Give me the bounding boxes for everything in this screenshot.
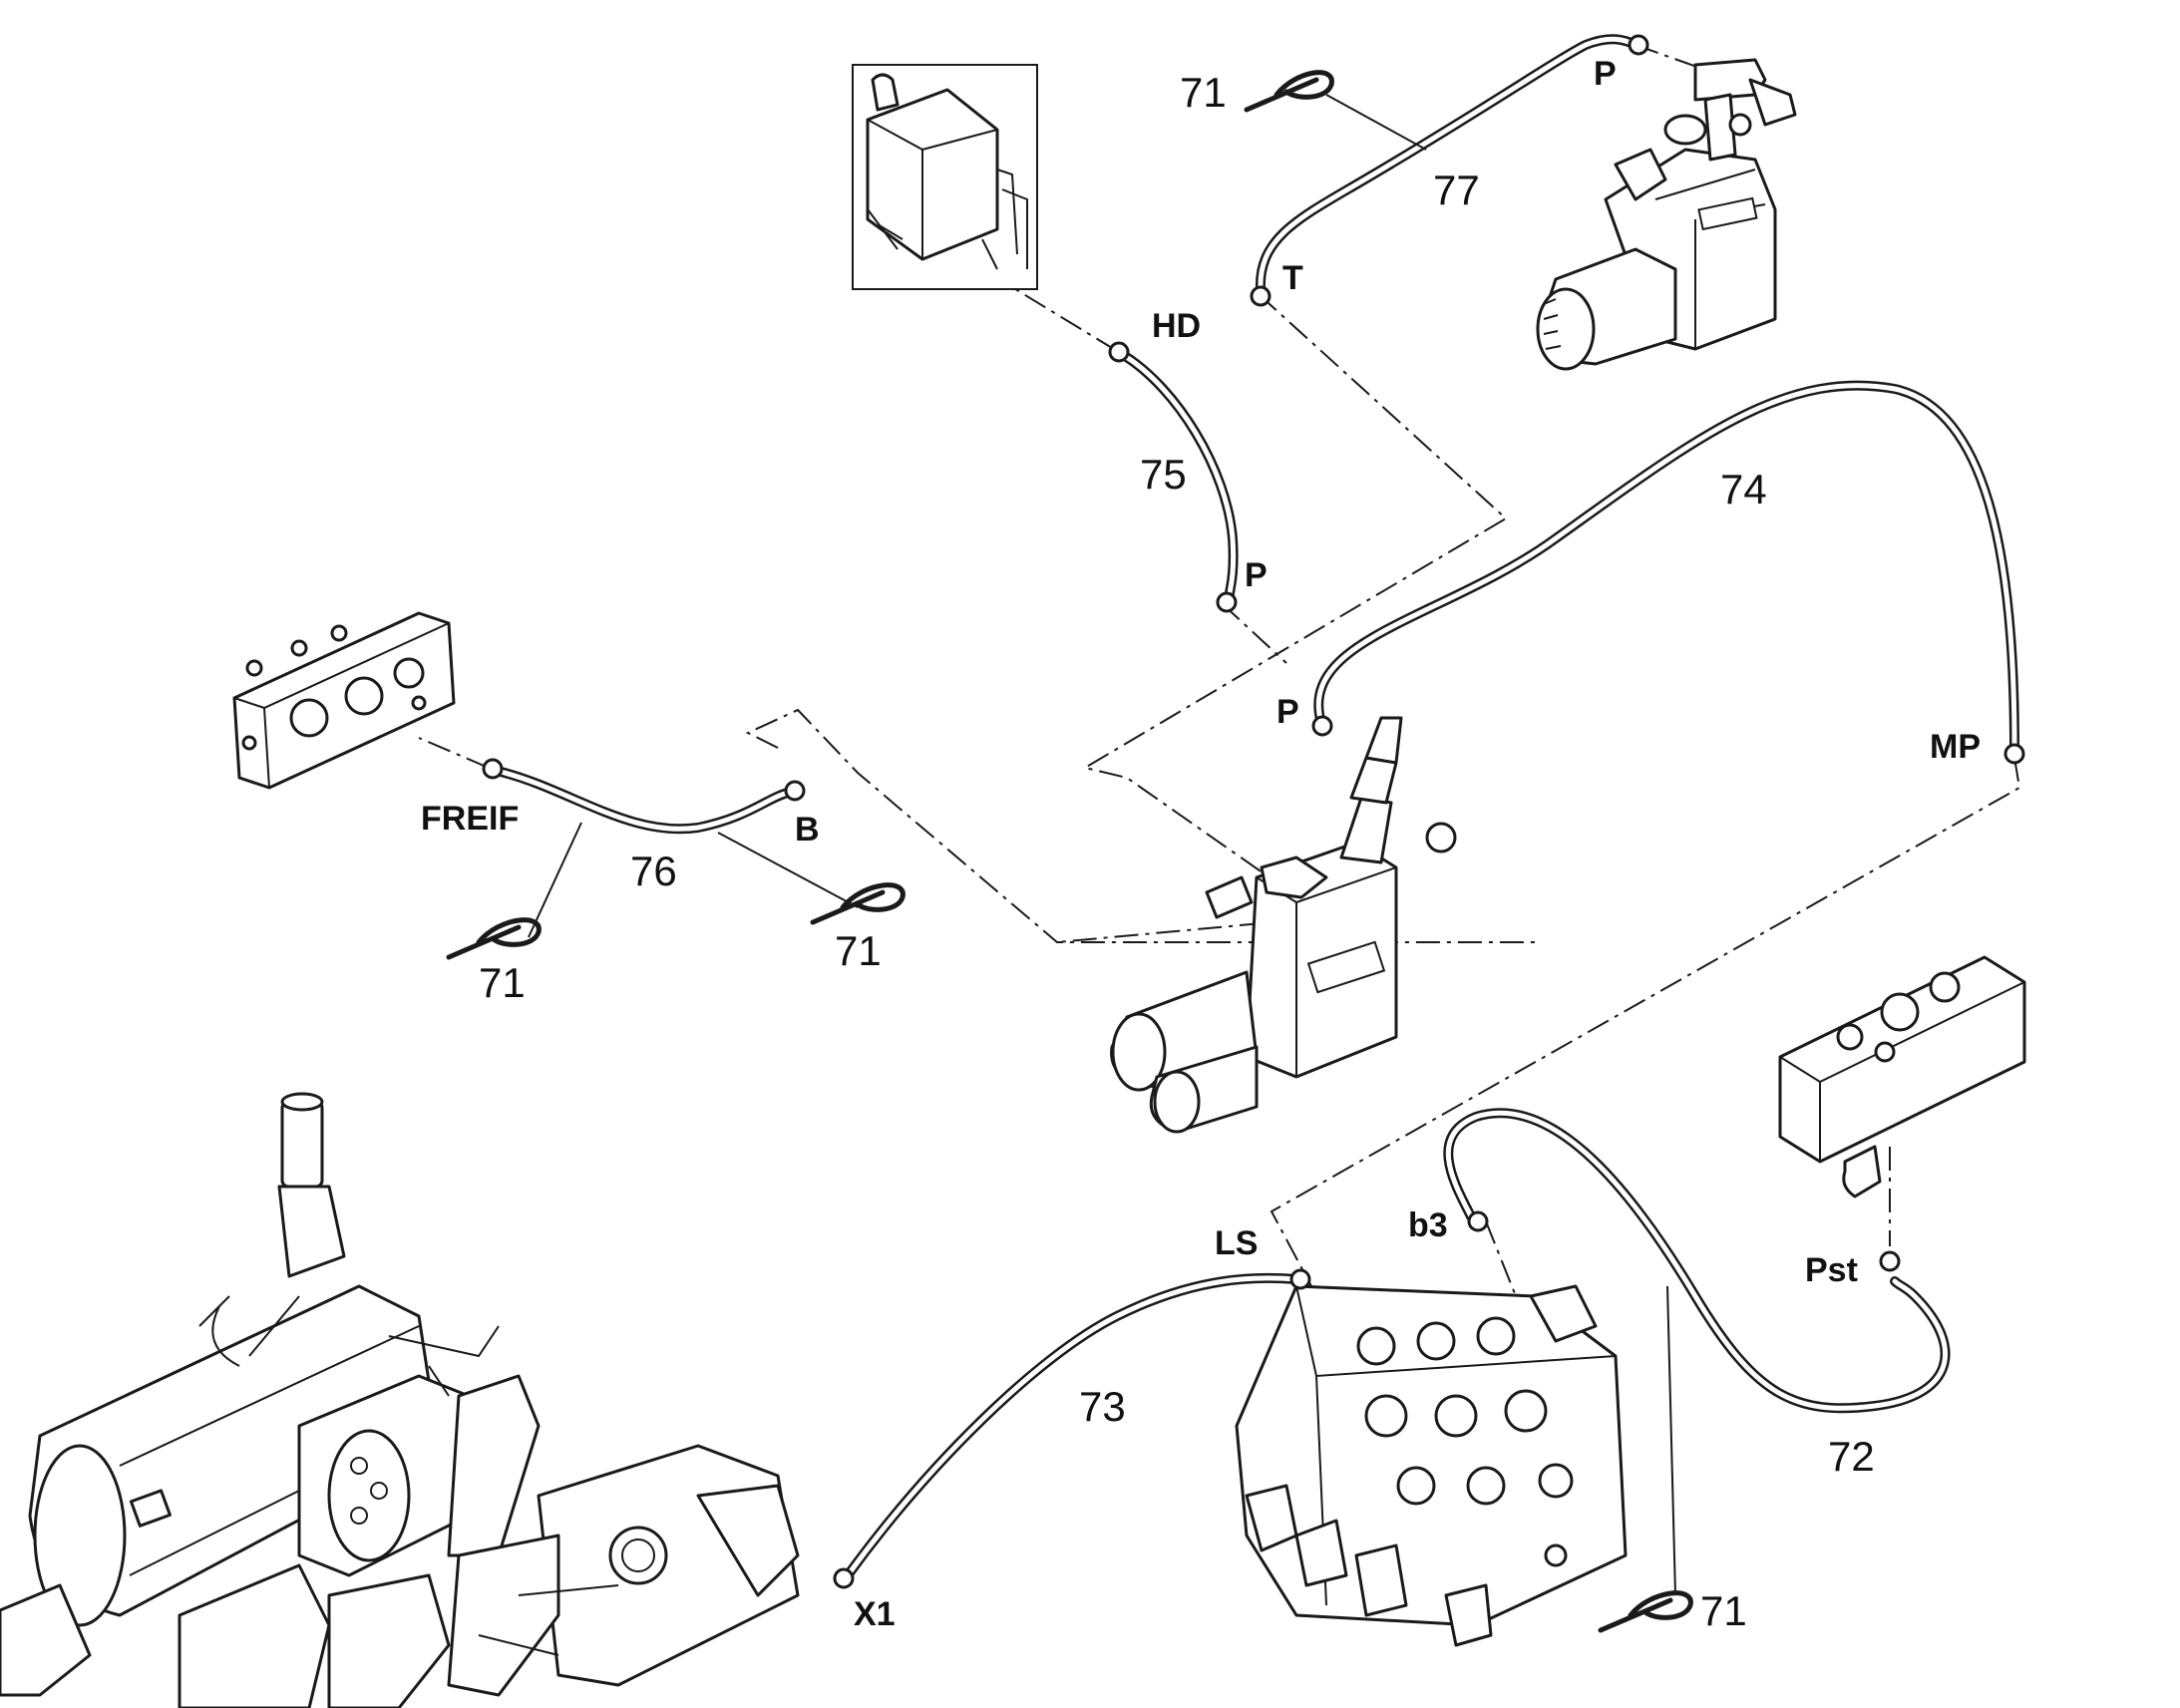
leader-71-mid-left (528, 822, 582, 938)
leader-71-mid-right (717, 832, 859, 908)
middle-left-manifold (232, 611, 456, 790)
inset-detail-box (852, 64, 1038, 290)
port-p-hose75: P (1245, 556, 1268, 594)
cable-tie-mid-right (810, 882, 906, 925)
hose-77 (1255, 34, 1640, 294)
right-pressure-block (1778, 955, 2026, 1198)
item-73: 73 (1079, 1383, 1126, 1430)
port-p-valve: P (1276, 693, 1299, 731)
port-b3: b3 (1408, 1206, 1448, 1244)
fitting-hd (1108, 341, 1130, 363)
cable-tie-mid-left (446, 917, 542, 960)
port-p-top: P (1594, 55, 1617, 93)
fitting-mp (2003, 743, 2025, 765)
top-right-pump (1536, 58, 1797, 371)
dash-freif-to-block (418, 737, 490, 769)
leader-lines (528, 94, 1676, 1596)
item-74: 74 (1720, 466, 1767, 512)
leader-71-top (1325, 94, 1427, 151)
hose-72 (1443, 1108, 1951, 1414)
fitting-pst (1879, 1250, 1901, 1272)
central-directional-valve (1110, 716, 1457, 1134)
item-71-mid-right: 71 (835, 927, 882, 974)
fitting-t (1250, 285, 1272, 307)
item-75: 75 (1140, 451, 1187, 498)
port-x1: X1 (854, 1595, 896, 1633)
fitting-x1 (833, 1567, 855, 1589)
hose-74 (1313, 380, 2019, 753)
port-t: T (1282, 259, 1303, 297)
engine-assembly (0, 1092, 800, 1708)
cable-tie-top (1244, 70, 1334, 113)
cable-ties (446, 70, 1693, 1633)
dash-b-bracket (745, 708, 1536, 943)
fitting-freif (482, 758, 504, 780)
hose-75 (1120, 351, 1239, 603)
fitting-ls (1289, 1268, 1311, 1290)
fitting-b3 (1467, 1210, 1489, 1232)
dash-p75-to-valve (1221, 602, 1287, 664)
item-71-top: 71 (1180, 69, 1227, 116)
item-71-mid-left: 71 (479, 959, 526, 1006)
fitting-p-valve (1311, 715, 1333, 737)
port-labels: HD T P P P MP FREIF B LS b3 Pst X1 (421, 55, 1981, 1633)
hose-73 (843, 1272, 1301, 1580)
port-pst: Pst (1805, 1251, 1858, 1289)
item-72: 72 (1828, 1433, 1875, 1480)
fitting-p-top (1628, 34, 1649, 56)
dash-mp-to-ls (1270, 757, 2021, 1287)
fitting-p-75 (1216, 591, 1238, 613)
leader-71-bottom (1666, 1285, 1676, 1596)
cable-tie-bottom (1598, 1590, 1693, 1633)
item-77: 77 (1433, 167, 1480, 213)
port-b: B (795, 811, 820, 849)
item-71-bottom: 71 (1700, 1587, 1747, 1634)
port-hd: HD (1152, 307, 1201, 345)
port-freif: FREIF (421, 800, 519, 838)
fittings (482, 34, 2025, 1589)
port-ls: LS (1215, 1224, 1258, 1262)
fitting-b (784, 780, 806, 802)
control-valve-block (1235, 1284, 1628, 1647)
item-76: 76 (630, 848, 677, 894)
dash-b3-to-block (1485, 1220, 1517, 1297)
port-mp: MP (1930, 728, 1981, 766)
hose-76 (492, 766, 793, 835)
item-number-labels: 71 77 75 74 76 71 71 73 72 71 (479, 69, 1875, 1634)
hoses (492, 34, 2019, 1580)
